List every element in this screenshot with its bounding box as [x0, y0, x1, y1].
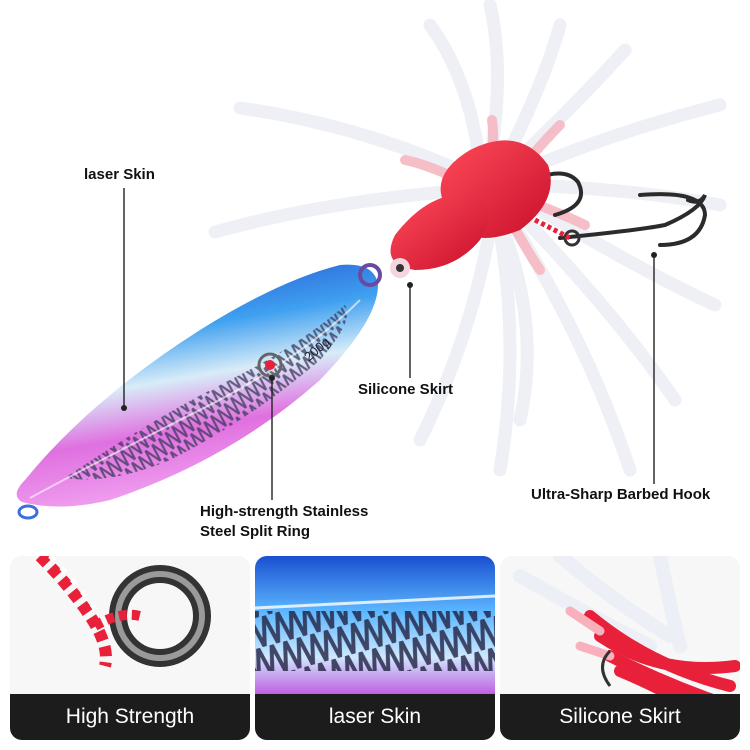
- callout-split-ring-line2: Steel Split Ring: [200, 523, 311, 540]
- hook-eye: [563, 229, 581, 247]
- skirt-head: [390, 140, 551, 278]
- callout-laser-skin: laser Skin: [84, 166, 155, 183]
- lure-illustration: 200g: [16, 0, 727, 520]
- callout-split-ring: High-strength Stainless Steel Split Ring: [200, 502, 368, 542]
- callout-split-ring-line1: High-strength Stainless: [200, 503, 369, 520]
- callout-leaders: [123, 188, 655, 500]
- callout-barbed-hook: Ultra-Sharp Barbed Hook: [531, 486, 711, 503]
- detail-panel-laser: laser Skin: [255, 556, 495, 740]
- panel-caption-skirt: Silicone Skirt: [500, 694, 740, 740]
- callout-silicone-skirt: Silicone Skirt: [358, 381, 454, 398]
- panel-caption-laser: laser Skin: [255, 694, 495, 740]
- detail-panel-strength: High Strength: [10, 556, 250, 740]
- detail-panel-skirt: Silicone Skirt: [500, 556, 740, 740]
- lure-body: [16, 263, 382, 520]
- panel-caption-strength: High Strength: [10, 694, 250, 740]
